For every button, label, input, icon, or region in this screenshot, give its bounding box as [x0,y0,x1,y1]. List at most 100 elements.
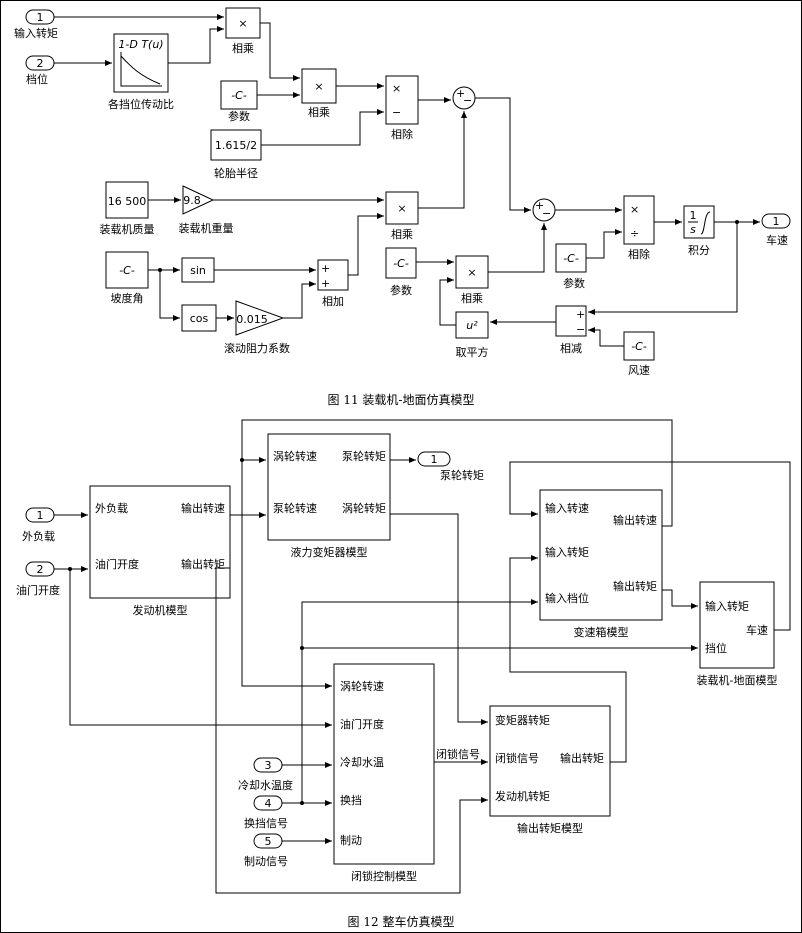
svg-text:装载机重量: 装载机重量 [179,221,234,235]
svg-text:16 500: 16 500 [108,195,147,208]
fig11-const-param-3: -C- 参数 [555,243,587,290]
svg-text:4: 4 [265,797,272,810]
svg-text:制动: 制动 [340,834,362,847]
svg-text:滚动阻力系数: 滚动阻力系数 [224,341,290,355]
svg-text:泵轮转速: 泵轮转速 [273,501,317,515]
svg-text:+: + [321,262,330,275]
svg-text:冷却水温: 冷却水温 [340,756,384,769]
fig11-wires [54,14,760,347]
fig11-subtract-block: + − 相减 [555,305,587,355]
svg-text:−: − [392,106,401,119]
svg-text:制动信号: 制动信号 [244,855,288,868]
svg-text:×: × [314,80,323,93]
fig11-inport-2: 2 档位 [25,55,55,86]
svg-text:发动机模型: 发动机模型 [133,603,188,617]
figure-12: 1 外负载 2 油门开度 3 冷却水温度 4 换挡信号 5 制动信号 1 泵轮转… [16,419,791,929]
svg-text:-C-: -C- [119,264,135,277]
svg-text:泵轮转矩: 泵轮转矩 [440,468,484,482]
svg-text:装载机-地面模型: 装载机-地面模型 [697,673,778,687]
fig12-outport-1: 1 泵轮转矩 [417,451,484,482]
svg-text:9.8: 9.8 [183,194,201,207]
svg-text:输出转速: 输出转速 [181,501,225,515]
svg-text:1-D T(u): 1-D T(u) [118,38,163,51]
svg-text:输入转矩: 输入转矩 [14,26,58,40]
fig11-const-slope: -C- 坡度角 [105,251,149,305]
svg-text:冷却水温度: 冷却水温度 [238,778,293,792]
fig11-lookup-table: 1-D T(u) 各挡位传动比 [108,33,174,111]
fig11-caption: 图 11 装载机-地面仿真模型 [328,393,475,407]
svg-text:输入档位: 输入档位 [545,591,589,605]
svg-text:×: × [467,266,476,279]
fig11-product-1: × 相乘 [225,7,261,55]
svg-text:油门开度: 油门开度 [340,717,384,731]
svg-text:参数: 参数 [228,109,250,123]
fig11-product-2: × 相乘 [301,68,337,119]
fig11-gain-rolling: 0.015 滚动阻力系数 [224,300,290,355]
svg-text:相加: 相加 [322,295,344,308]
fig11-square-block: u² 取平方 [455,311,489,359]
svg-text:发动机转矩: 发动机转矩 [495,789,550,803]
fig11-product-3: × 相乘 [385,191,419,241]
svg-text:相乘: 相乘 [232,42,254,55]
svg-text:−: − [542,207,551,220]
torque-converter-block: 涡轮转速 泵轮转速 泵轮转矩 涡轮转矩 液力变矩器模型 [267,433,391,559]
svg-text:×: × [238,17,247,30]
svg-text:×: × [392,82,401,95]
fig11-const-param-1: -C- 参数 [220,80,258,123]
svg-text:闭锁信号: 闭锁信号 [495,751,539,765]
svg-text:+: + [535,199,544,212]
fig11-const-wind: -C- 风速 [623,331,655,377]
fig11-divide-1: × − 相除 [385,75,419,141]
svg-text:油门开度: 油门开度 [16,583,60,597]
fig12-wires [54,419,791,894]
gearbox-model-block: 输入转速 输入转矩 输入档位 输出转速 输出转矩 变速箱模型 [539,489,663,639]
svg-text:泵轮转矩: 泵轮转矩 [342,449,386,463]
svg-text:变速箱模型: 变速箱模型 [574,625,629,639]
svg-text:5: 5 [265,835,272,848]
svg-text:涡轮转矩: 涡轮转矩 [342,501,386,515]
svg-text:涡轮转速: 涡轮转速 [340,679,384,693]
svg-text:换挡信号: 换挡信号 [244,816,288,830]
svg-text:-C-: -C- [631,340,647,353]
svg-text:2: 2 [37,57,44,70]
engine-model-block: 外负载 油门开度 输出转速 输出转矩 发动机模型 [89,485,231,617]
fig12-inport-4: 4 换挡信号 [244,795,288,830]
svg-text:相减: 相减 [560,342,582,355]
svg-text:输入转速: 输入转速 [545,501,589,515]
svg-text:输出转矩: 输出转矩 [613,579,657,593]
fig12-caption: 图 12 整车仿真模型 [348,914,455,929]
svg-text:2: 2 [37,563,44,576]
svg-text:×: × [630,203,639,216]
svg-text:轮胎半径: 轮胎半径 [214,166,258,180]
fig11-const-param-2: -C- 参数 [385,247,417,297]
svg-text:3: 3 [265,759,272,772]
fig11-outport-1: 1 车速 [761,213,791,247]
svg-text:s: s [690,223,696,236]
svg-text:1: 1 [37,509,44,522]
fig11-sin-block: sin [181,257,215,283]
svg-text:装载机质量: 装载机质量 [100,222,155,236]
svg-text:风速: 风速 [628,364,650,377]
svg-text:1: 1 [773,215,780,228]
svg-text:-C-: -C- [563,252,579,265]
svg-text:参数: 参数 [390,283,412,297]
vehicle-ground-block: 输入转矩 挡位 车速 装载机-地面模型 [697,581,778,687]
svg-text:换挡: 换挡 [340,793,362,807]
fig12-inport-5: 5 制动信号 [244,833,288,868]
svg-text:-C-: -C- [231,89,247,102]
svg-text:u²: u² [466,319,478,332]
svg-text:1: 1 [37,11,44,24]
svg-text:相乘: 相乘 [461,292,483,305]
fig11-sum-1: + − [452,86,476,110]
svg-text:1: 1 [690,209,697,222]
fig11-divide-2: × ÷ 相除 [623,195,655,261]
svg-text:涡轮转速: 涡轮转速 [273,449,317,463]
svg-text:0.015: 0.015 [236,313,268,326]
svg-text:闭锁控制模型: 闭锁控制模型 [351,869,417,883]
svg-text:坡度角: 坡度角 [111,291,144,305]
fig11-inport-1: 1 输入转矩 [14,9,58,40]
fig11-const-mass: 16 500 装载机质量 [100,181,155,236]
svg-text:−: − [463,94,472,107]
lockup-control-block: 涡轮转速 油门开度 冷却水温 换挡 制动 闭锁信号 闭锁控制模型 [333,663,480,883]
fig11-const-radius: 1.615/2 轮胎半径 [210,129,262,180]
